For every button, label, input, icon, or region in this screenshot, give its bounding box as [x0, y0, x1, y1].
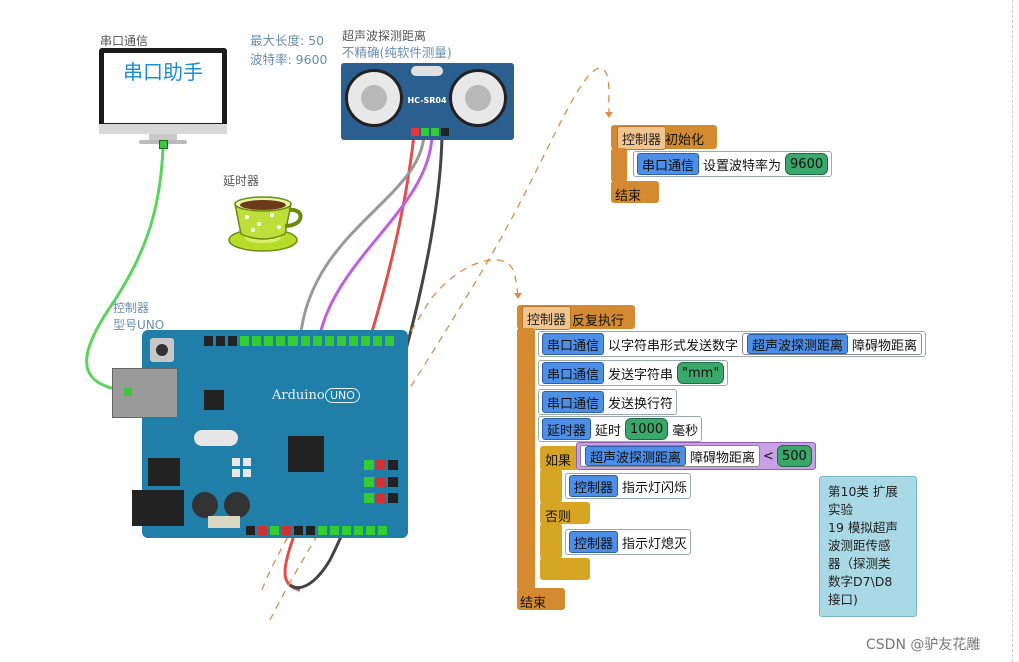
controller-label: 控制器 — [113, 301, 150, 315]
stmt1-text: 以字符串形式发送数字 — [608, 338, 739, 354]
watermark: CSDN @驴友花雕 — [866, 637, 981, 653]
init-stmt-text: 设置波特率为 — [703, 158, 782, 174]
loop-stmt-delay[interactable]: 延时器 延时 1000 毫秒 — [538, 416, 703, 442]
if-end-bar — [540, 558, 590, 580]
init-controller-chip[interactable]: 控制器 — [617, 126, 667, 150]
then-stmt[interactable]: 控制器 指示灯闪烁 — [565, 473, 692, 499]
wire-echo — [316, 134, 434, 346]
note-line: 数字D7\D8 — [828, 574, 893, 589]
init-end-block — [611, 181, 659, 203]
stmt4-unit: 毫秒 — [672, 423, 699, 439]
if-label: 如果 — [545, 454, 572, 469]
serial-port-dot — [159, 140, 168, 149]
loop-stmt-send-string[interactable]: 串口通信 发送字符串 "mm" — [538, 360, 729, 386]
if-spine-else — [540, 523, 562, 559]
delay-label: 延时器 — [223, 174, 260, 188]
loop-block-spine — [517, 328, 535, 590]
note-line: 第10类 扩展 — [828, 484, 898, 499]
cond-operator[interactable]: < — [763, 448, 774, 464]
stmt1-sensor-text: 障碍物距离 — [852, 338, 918, 354]
loop-controller-chip[interactable]: 控制器 — [522, 306, 572, 330]
else-text: 指示灯熄灭 — [622, 536, 688, 552]
else-stmt[interactable]: 控制器 指示灯熄灭 — [565, 529, 692, 555]
init-end-text: 结束 — [615, 189, 642, 204]
else-label: 否则 — [545, 510, 572, 525]
init-serial-chip[interactable]: 串口通信 — [637, 153, 700, 175]
stmt4-delay-value[interactable]: 1000 — [625, 418, 669, 440]
loop-end-block — [517, 588, 565, 610]
cond-value[interactable]: 500 — [776, 445, 812, 467]
stmt4-delay-chip[interactable]: 延时器 — [542, 418, 592, 440]
cond-sensor-expr[interactable]: 超声波探测距离 障碍物距离 — [580, 445, 761, 467]
serial-monitor[interactable]: 串口助手 — [99, 48, 227, 149]
canvas-edge — [1012, 0, 1013, 662]
note-line: 19 模拟超声 — [828, 520, 898, 535]
stmt3-text: 发送换行符 — [608, 396, 674, 412]
stmt2-text: 发送字符串 — [608, 367, 674, 383]
init-block-spine — [611, 148, 627, 182]
note-line: 波测距传感 — [828, 538, 891, 553]
loop-stmt-send-number[interactable]: 串口通信 以字符串形式发送数字 超声波探测距离 障碍物距离 — [538, 331, 927, 357]
stmt4-text: 延时 — [595, 423, 622, 439]
note-line: 实验 — [828, 502, 854, 517]
digital-header — [204, 336, 394, 346]
serial-label: 串口通信 — [100, 34, 149, 48]
serial-screen-text: 串口助手 — [123, 60, 203, 84]
controller-model: 型号UNO — [113, 318, 165, 332]
stmt2-string-value[interactable]: "mm" — [677, 362, 725, 384]
stmt1-sensor-chip[interactable]: 超声波探测距离 — [747, 334, 849, 354]
serial-cable — [85, 147, 165, 393]
arduino-board[interactable]: Arduino UNO — [112, 330, 408, 538]
loop-head-text: 反复执行 — [572, 314, 625, 329]
stmt1-serial-chip[interactable]: 串口通信 — [542, 333, 605, 355]
init-baud-value[interactable]: 9600 — [785, 153, 829, 175]
power-jack — [132, 490, 184, 526]
note-card[interactable]: 第10类 扩展 实验 19 模拟超声 波测距传感 器（探测类 数字D7\D8 接… — [819, 476, 917, 617]
if-block[interactable] — [540, 446, 578, 470]
cond-sensor-chip[interactable]: 超声波探测距离 — [585, 446, 687, 466]
stmt2-serial-chip[interactable]: 串口通信 — [542, 362, 605, 384]
board-brand-text: Arduino — [272, 388, 325, 403]
ultrasonic-module[interactable]: HC-SR04 — [341, 63, 514, 140]
ultrasonic-model-text: HC-SR04 — [407, 96, 447, 105]
note-line: 器（探测类 — [828, 556, 891, 571]
init-stmt-baud[interactable]: 串口通信 设置波特率为 9600 — [633, 151, 833, 177]
else-bar — [540, 502, 590, 524]
stmt1-sensor-expr[interactable]: 超声波探测距离 障碍物距离 — [742, 333, 923, 355]
then-text: 指示灯闪烁 — [622, 480, 688, 496]
if-condition[interactable]: 超声波探测距离 障碍物距离 < 500 — [576, 442, 816, 470]
loop-end-text: 结束 — [520, 596, 547, 611]
stmt3-serial-chip[interactable]: 串口通信 — [542, 391, 605, 413]
note-line: 接口) — [828, 592, 858, 607]
serial-max-length: 最大长度: 50 — [250, 33, 325, 48]
wire-trig — [298, 134, 426, 341]
then-controller-chip[interactable]: 控制器 — [569, 475, 619, 497]
cond-sensor-text: 障碍物距离 — [690, 450, 756, 466]
delay-cup-icon[interactable] — [225, 190, 305, 254]
power-header — [246, 526, 396, 535]
loop-stmt-send-newline[interactable]: 串口通信 发送换行符 — [538, 389, 678, 415]
serial-baud: 波特率: 9600 — [250, 52, 328, 67]
usb-port — [112, 368, 178, 418]
if-spine-then — [540, 469, 562, 503]
init-head-text: 初始化 — [665, 133, 705, 148]
ultrasonic-label: 超声波探测距离 — [342, 29, 427, 43]
ultrasonic-note: 不精确(纯软件测量) — [342, 45, 452, 60]
else-controller-chip[interactable]: 控制器 — [569, 531, 619, 553]
board-model-badge: UNO — [325, 388, 360, 403]
